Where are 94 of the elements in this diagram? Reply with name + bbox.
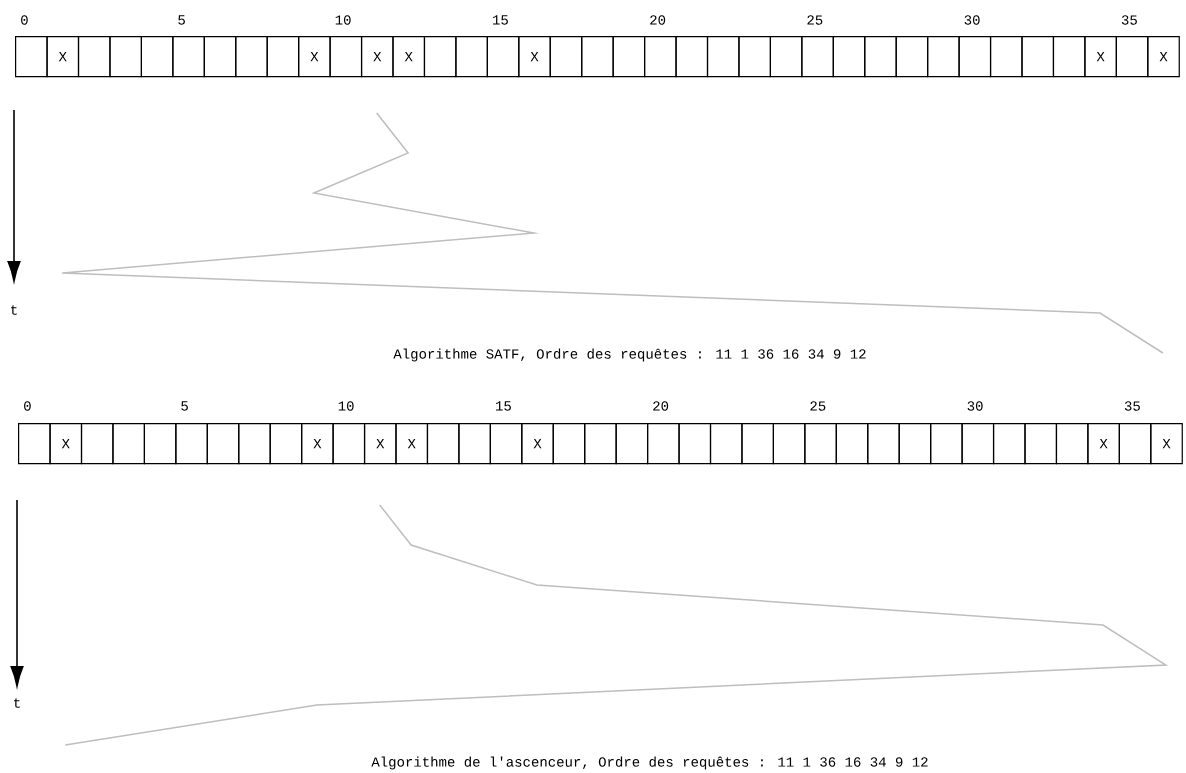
tick-number: 0 [21, 15, 28, 25]
empty-cell [235, 36, 268, 78]
empty-cell [1055, 423, 1089, 465]
empty-cell [832, 36, 866, 78]
empty-cell [332, 423, 366, 465]
empty-cell [172, 36, 205, 78]
empty-cell [1024, 423, 1058, 465]
marked-cell: X [363, 423, 397, 465]
empty-cell [615, 423, 649, 465]
empty-cell [1118, 423, 1152, 465]
empty-cell [175, 423, 208, 465]
tick-number: 35 [1121, 15, 1137, 25]
marked-cell: X [395, 423, 429, 465]
empty-cell [772, 423, 806, 465]
empty-cell [706, 36, 740, 78]
empty-cell [203, 36, 237, 78]
marked-cell: X [392, 36, 426, 78]
empty-cell [835, 423, 869, 465]
empty-cell [864, 36, 897, 78]
marked-cell: X [298, 36, 331, 78]
time-label: t [14, 698, 20, 708]
tick-number: 25 [810, 401, 826, 411]
empty-cell [1115, 36, 1149, 78]
marked-cell: X [1147, 36, 1180, 78]
marked-cell: X [521, 423, 554, 465]
marked-cell: X [360, 36, 394, 78]
marked-cell: X [1087, 423, 1120, 465]
empty-cell [801, 36, 834, 78]
empty-cell [804, 423, 837, 465]
tick-number: 15 [496, 401, 511, 411]
empty-cell [709, 423, 743, 465]
caption: Algorithme de l'ascenceur, Ordre des requêtes : 11 1 36 16 34 9 12 [371, 756, 928, 770]
empty-cell [958, 36, 992, 78]
tick-number: 30 [964, 15, 980, 25]
empty-cell [584, 423, 617, 465]
empty-cell [269, 423, 303, 465]
empty-cell [18, 423, 51, 465]
time-label: t [11, 305, 17, 315]
tick-number: 20 [653, 401, 669, 411]
tick-number: 25 [807, 15, 823, 25]
empty-cell [489, 423, 523, 465]
empty-cell [581, 36, 614, 78]
empty-cell [238, 423, 271, 465]
tick-number: 20 [650, 15, 666, 25]
empty-cell [769, 36, 803, 78]
empty-cell [898, 423, 932, 465]
marked-cell: X [1084, 36, 1117, 78]
empty-cell [455, 36, 488, 78]
empty-cell [895, 36, 929, 78]
tick-number: 30 [967, 401, 983, 411]
tick-number: 5 [178, 15, 185, 25]
empty-cell [644, 36, 677, 78]
empty-cell [143, 423, 177, 465]
empty-cell [1021, 36, 1055, 78]
empty-cell [426, 423, 460, 465]
empty-cell [738, 36, 771, 78]
empty-cell [961, 423, 995, 465]
empty-cell [77, 36, 111, 78]
caption: Algorithme SATF, Ordre des requêtes : 11 1 36 16 34 9 12 [393, 348, 866, 362]
empty-cell [867, 423, 900, 465]
empty-cell [989, 36, 1023, 78]
empty-cell [486, 36, 520, 78]
marked-cell: X [46, 36, 80, 78]
marked-cell: X [301, 423, 334, 465]
tick-number: 35 [1124, 401, 1140, 411]
empty-cell [1052, 36, 1086, 78]
tick-number: 5 [181, 401, 188, 411]
empty-cell [612, 36, 646, 78]
empty-cell [329, 36, 363, 78]
empty-cell [930, 423, 963, 465]
empty-cell [112, 423, 145, 465]
marked-cell: X [49, 423, 83, 465]
empty-cell [549, 36, 583, 78]
empty-cell [927, 36, 960, 78]
empty-cell [647, 423, 680, 465]
marked-cell: X [518, 36, 551, 78]
empty-cell [80, 423, 114, 465]
empty-cell [678, 423, 712, 465]
empty-cell [675, 36, 709, 78]
empty-cell [992, 423, 1026, 465]
tick-number: 10 [338, 401, 354, 411]
empty-cell [552, 423, 586, 465]
marked-cell: X [1150, 423, 1183, 465]
empty-cell [266, 36, 300, 78]
tick-number: 15 [493, 15, 508, 25]
tick-number: 0 [24, 401, 31, 411]
empty-cell [423, 36, 457, 78]
empty-cell [109, 36, 142, 78]
empty-cell [206, 423, 240, 465]
tick-number: 10 [335, 15, 351, 25]
empty-cell [458, 423, 491, 465]
empty-cell [15, 36, 48, 78]
empty-cell [741, 423, 774, 465]
empty-cell [140, 36, 174, 78]
